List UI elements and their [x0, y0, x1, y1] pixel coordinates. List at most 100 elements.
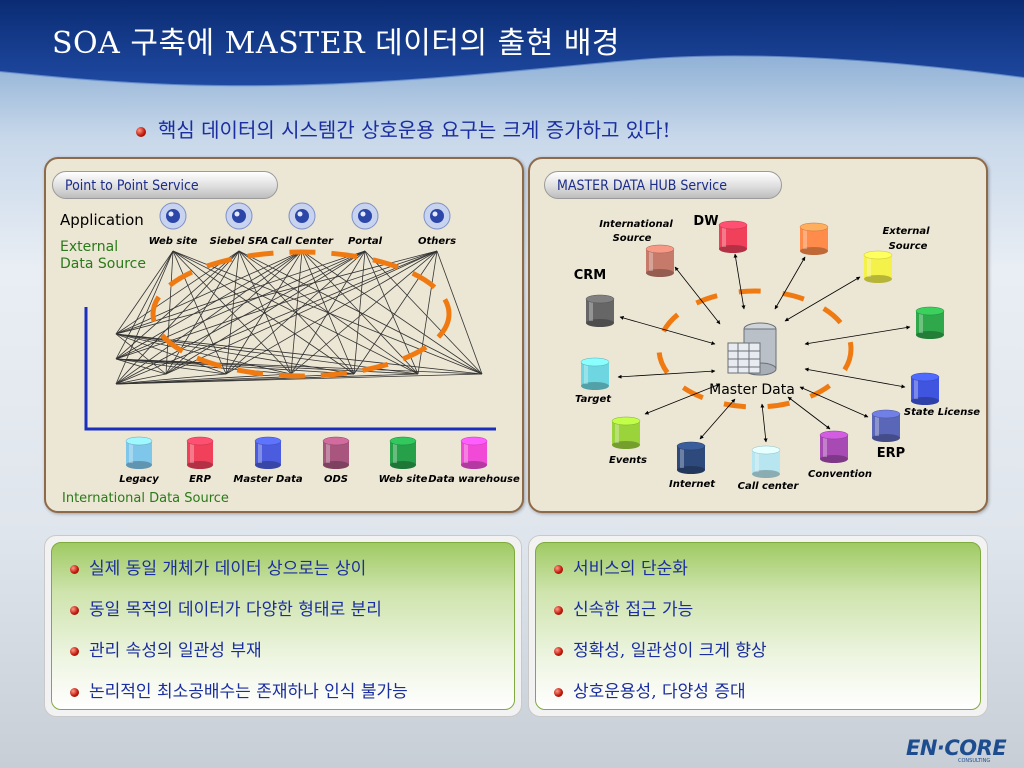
- problem-item-text: 관리 속성의 일관성 부재: [89, 641, 262, 661]
- hub-node-cylinders: InternationalSourceDWExternalSourceCRMTa…: [574, 214, 981, 492]
- axis-line: [84, 307, 496, 431]
- external-label-1: External: [60, 239, 118, 255]
- connection-mesh: [115, 250, 483, 385]
- database-cylinder-icon: [676, 441, 706, 474]
- money-bag-icon: [288, 202, 316, 230]
- bullet-icon: [136, 126, 146, 137]
- app-label: Web site: [149, 236, 198, 247]
- point-to-point-panel: Point to Point Service Application Exter…: [44, 157, 524, 513]
- bullet-icon: [554, 647, 563, 656]
- header-banner: [0, 0, 1024, 88]
- database-cylinder-icon: [718, 220, 748, 253]
- hub-node-label: Events: [609, 455, 647, 466]
- hub-header-pill: MASTER DATA HUB Service: [544, 171, 782, 199]
- source-label: Data warehouse: [428, 474, 520, 485]
- benefit-item: 정확성, 일관성이 크게 향상: [554, 641, 767, 682]
- application-label: Application: [60, 211, 144, 229]
- database-cylinder-icon: [871, 409, 901, 442]
- benefit-item: 서비스의 단순화: [554, 559, 767, 600]
- app-label: Call Center: [271, 236, 334, 247]
- benefit-item-text: 정확성, 일관성이 크게 향상: [573, 641, 767, 661]
- benefit-item: 신속한 접근 가능: [554, 600, 767, 641]
- subtitle: 핵심 데이터의 시스템간 상호운용 요구는 크게 증가하고 있다!: [136, 114, 671, 143]
- problem-item-text: 실제 동일 개체가 데이터 상으로는 상이: [89, 559, 367, 579]
- database-cylinder-icon: [819, 430, 849, 463]
- source-label: Master Data: [233, 474, 302, 485]
- hub-arrow: [733, 253, 746, 310]
- hub-arrow: [617, 369, 716, 379]
- orange-dashed-ring: [656, 288, 854, 410]
- problem-item-text: 동일 목적의 데이터가 다양한 형태로 분리: [89, 600, 382, 620]
- database-cylinder-icon: [460, 436, 488, 469]
- hub-node-label: Target: [575, 394, 612, 405]
- bullet-icon: [554, 606, 563, 615]
- hub-arrow: [644, 383, 721, 415]
- hub-arrow: [799, 386, 869, 418]
- bullet-icon: [70, 606, 79, 615]
- hub-node-label: External: [882, 226, 930, 237]
- hub-node-label: Convention: [808, 469, 872, 480]
- hub-node-label: Call center: [738, 481, 800, 492]
- orange-dashed-ellipse: [150, 249, 452, 379]
- benefit-item-text: 상호운용성, 다양성 증대: [573, 682, 746, 702]
- database-cylinder-icon: [611, 416, 641, 449]
- p2p-diagram: Application External Data Source Interna…: [60, 202, 520, 506]
- person-icon: [423, 202, 451, 230]
- benefit-item-text: 신속한 접근 가능: [573, 600, 694, 620]
- master-data-center: Master Data: [709, 322, 795, 398]
- problem-item: 관리 속성의 일관성 부재: [70, 641, 408, 682]
- database-cylinder-icon: [915, 306, 945, 339]
- web-site-icon: [159, 202, 187, 230]
- hub-arrow: [674, 266, 721, 325]
- database-cylinder-icon: [645, 244, 675, 277]
- hub-node-label: Internet: [669, 479, 716, 490]
- hub-node-label: Source: [613, 233, 652, 244]
- portal-icon: [351, 202, 379, 230]
- hub-node-label: CRM: [574, 268, 607, 283]
- problem-item: 동일 목적의 데이터가 다양한 형태로 분리: [70, 600, 408, 641]
- database-cylinder-icon: [389, 436, 417, 469]
- hub-node-label: ERP: [877, 446, 905, 461]
- hub-node-label: State License: [904, 407, 980, 418]
- app-label: Portal: [348, 236, 383, 247]
- database-cylinder-icon: [585, 294, 615, 327]
- hub-arrow: [760, 403, 768, 443]
- database-cylinder-icon: [751, 445, 781, 478]
- hub-node-label: DW: [693, 214, 718, 229]
- network-icon: [225, 202, 253, 230]
- app-label: Siebel SFA: [210, 236, 269, 247]
- page-title: SOA 구축에 MASTER 데이터의 출현 배경: [52, 26, 621, 61]
- center-label: Master Data: [709, 382, 795, 398]
- problem-item: 논리적인 최소공배수는 존재하나 인식 불가능: [70, 682, 408, 723]
- international-label: International Data Source: [62, 491, 229, 506]
- database-cylinder-icon: [125, 436, 153, 469]
- hub-arrow: [787, 396, 831, 430]
- problem-item-text: 논리적인 최소공배수는 존재하나 인식 불가능: [89, 682, 408, 702]
- source-label: ODS: [324, 474, 348, 485]
- benefit-item: 상호운용성, 다양성 증대: [554, 682, 767, 723]
- source-label: Legacy: [119, 474, 159, 485]
- bullet-icon: [554, 565, 563, 574]
- subtitle-text: 핵심 데이터의 시스템간 상호운용 요구는 크게 증가하고 있다!: [158, 118, 671, 142]
- database-cylinder-icon: [322, 436, 350, 469]
- dashed-ring: [656, 288, 854, 410]
- external-label-2: Data Source: [60, 256, 146, 272]
- database-cylinder-icon: [799, 222, 829, 255]
- dashed-ellipse: [150, 249, 452, 379]
- hub-node-label: International: [599, 219, 673, 230]
- table-grid-icon: [727, 342, 761, 374]
- problem-item: 실제 동일 개체가 데이터 상으로는 상이: [70, 559, 408, 600]
- app-label: Others: [418, 236, 456, 247]
- database-cylinder-icon: [254, 436, 282, 469]
- database-cylinder-icon: [910, 372, 940, 405]
- hub-arrow: [699, 398, 736, 440]
- source-label: Web site: [379, 474, 428, 485]
- bullet-icon: [70, 565, 79, 574]
